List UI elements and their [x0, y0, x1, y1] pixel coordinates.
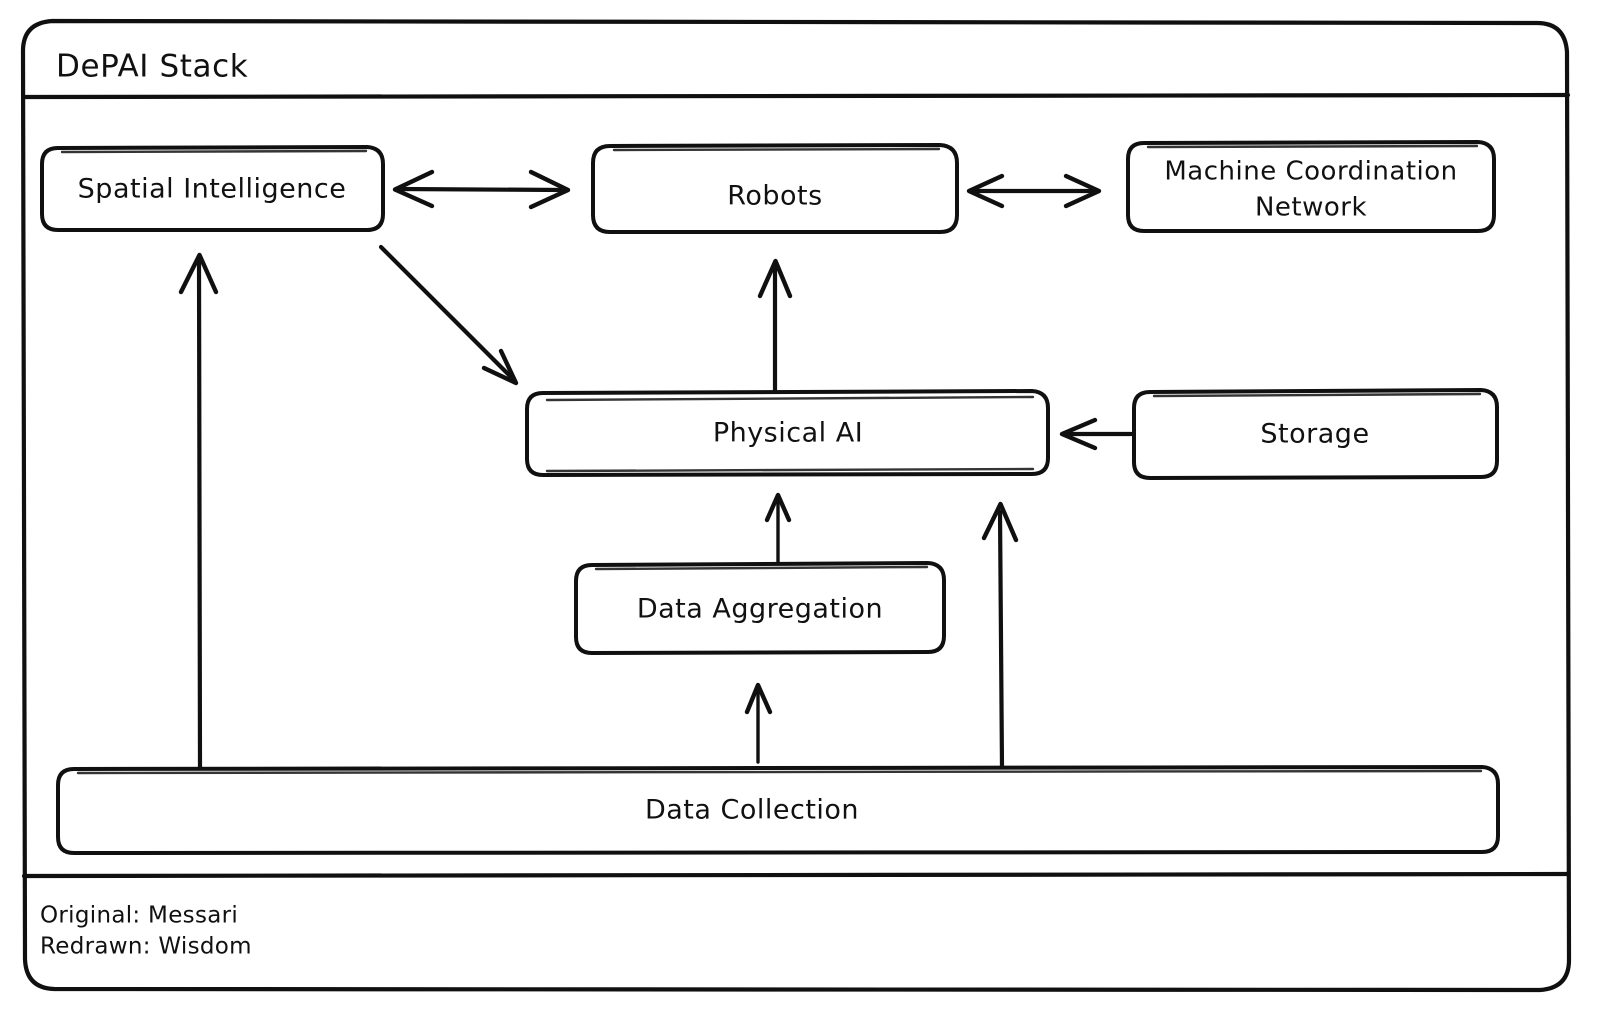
node-machine-coordination-network[interactable]: Machine Coordination Network [1126, 140, 1496, 233]
node-physical-ai[interactable]: Physical AI [525, 389, 1050, 477]
node-data-aggregation[interactable]: Data Aggregation [574, 561, 946, 655]
connection-physical-ai-robots [757, 258, 793, 395]
footer-divider [21, 871, 1571, 879]
diagram-title: DePAI Stack [56, 49, 248, 85]
node-storage[interactable]: Storage [1132, 388, 1499, 480]
connection-data-collection-spatial-intelligence [178, 252, 219, 773]
node-spatial-intelligence[interactable]: Spatial Intelligence [40, 145, 385, 232]
node-label-machine-coordination-network-line1: Machine Coordination [1164, 157, 1457, 187]
connection-data-aggregation-physical-ai [764, 492, 792, 564]
connection-spatial-intelligence-physical-ai [378, 244, 519, 386]
node-label-data-collection: Data Collection [645, 795, 859, 826]
connection-data-collection-data-aggregation [744, 682, 773, 764]
node-label-physical-ai: Physical AI [713, 418, 863, 449]
footer-line-original: Original: Messari [40, 903, 238, 929]
node-robots[interactable]: Robots [591, 143, 959, 234]
connection-storage-physical-ai [1059, 417, 1134, 451]
connection-robots-machine-coordination-network [966, 173, 1102, 209]
connection-spatial-intelligence-robots [392, 169, 571, 210]
node-label-machine-coordination-network-line2: Network [1255, 193, 1367, 223]
title-divider [21, 92, 1571, 100]
connection-data-collection-physical-ai [981, 501, 1019, 771]
node-data-collection[interactable]: Data Collection [56, 765, 1500, 855]
node-label-storage: Storage [1260, 419, 1369, 450]
node-label-data-aggregation: Data Aggregation [637, 594, 883, 625]
node-label-spatial-intelligence: Spatial Intelligence [78, 174, 347, 205]
footer-line-redrawn: Redrawn: Wisdom [40, 934, 252, 960]
node-label-robots: Robots [727, 181, 822, 212]
diagram-outer-frame [20, 18, 1572, 993]
